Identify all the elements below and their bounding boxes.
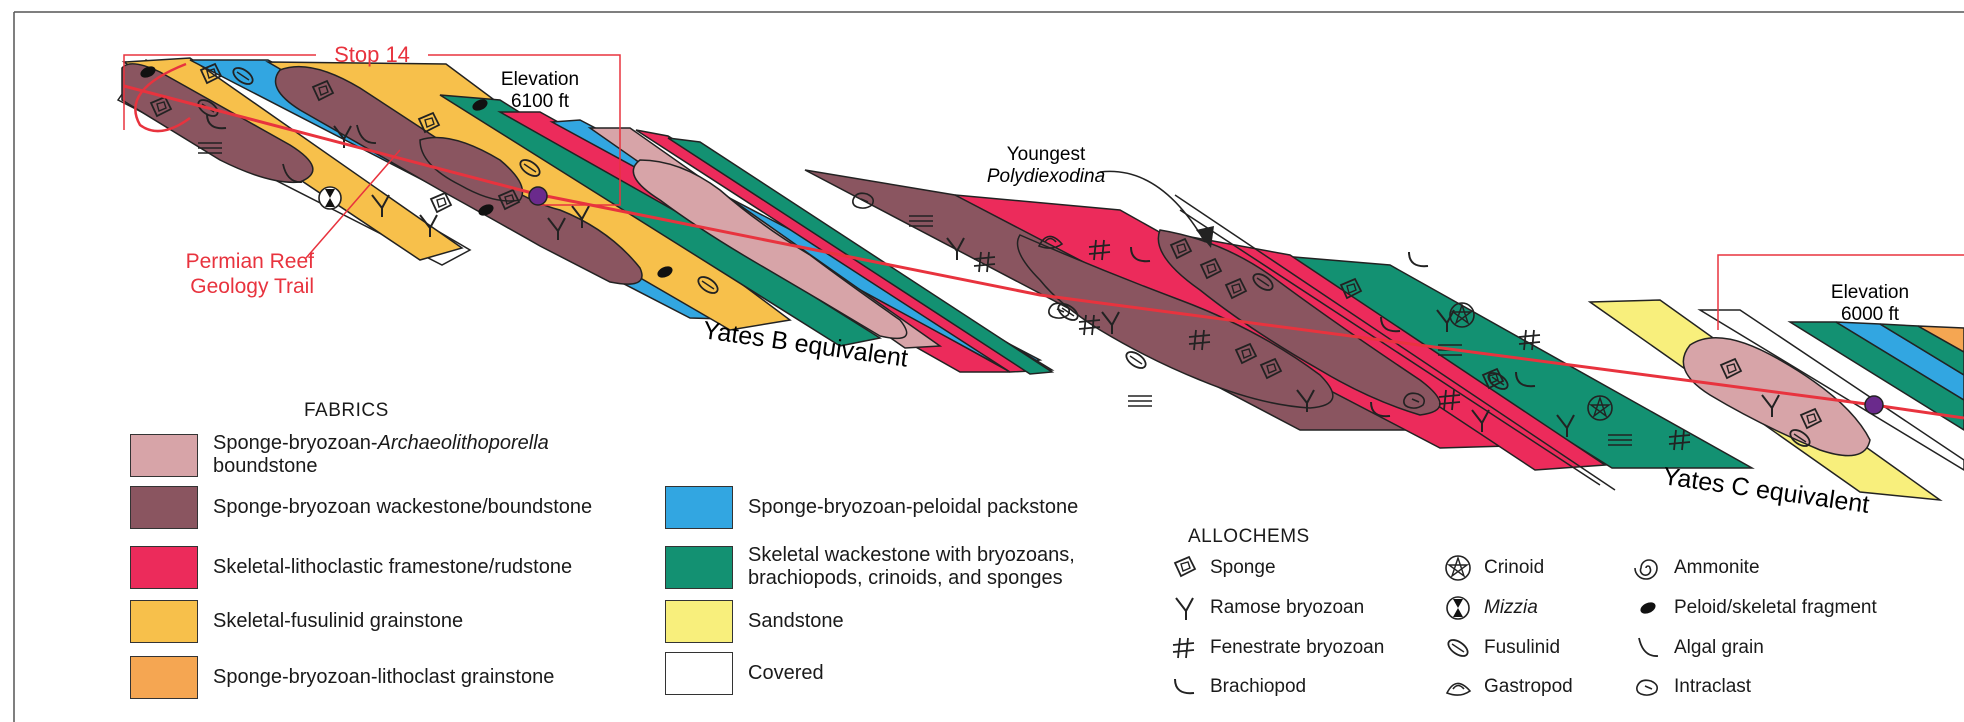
fabric-item-fusulinid-grainstone: Skeletal-fusulinid grainstone — [130, 600, 463, 643]
allochem-item-fenestrate-bryozoan: Fenestrate bryozoan — [1170, 634, 1384, 662]
stop-label: Stop 14 — [334, 42, 410, 67]
fabric-item-framestone: Skeletal-lithoclastic framestone/rudston… — [130, 546, 572, 589]
fabric-label: Skeletal wackestone with bryozoans, brac… — [748, 544, 1128, 590]
fabric-swatch — [130, 434, 198, 477]
allochem-item-brachiopod: Brachiopod — [1170, 673, 1306, 701]
elevation-left-line-2: 6100 ft — [511, 91, 570, 112]
allochem-item-ramose-bryozoan: Ramose bryozoan — [1170, 594, 1364, 622]
algal-grain-icon — [1634, 634, 1662, 662]
fabric-swatch — [665, 652, 733, 695]
elevation-left-line-1: Elevation — [501, 69, 579, 90]
trail-label-line-1: Permian Reef — [186, 250, 315, 273]
peloid-icon — [1634, 594, 1662, 622]
crinoid-icon — [1444, 554, 1472, 582]
fabric-item-skeletal-wackestone: Skeletal wackestone with bryozoans, brac… — [665, 544, 1128, 590]
allochems-title: ALLOCHEMS — [1188, 526, 1310, 548]
elevation-right-line-2: 6000 ft — [1841, 304, 1900, 325]
fabric-label: Sandstone — [748, 610, 844, 633]
elevation-marker-6000 — [1865, 396, 1883, 414]
mizzia-icon — [1444, 594, 1472, 622]
fabric-item-lithoclast-grainstone: Sponge-bryozoan-lithoclast grainstone — [130, 656, 554, 699]
allochem-item-fusulinid: Fusulinid — [1444, 634, 1560, 662]
fabric-label: Skeletal-lithoclastic framestone/rudston… — [213, 556, 572, 579]
allochem-item-sponge: Sponge — [1170, 554, 1276, 582]
ramose-bryozoan-icon — [1170, 594, 1198, 622]
allochem-item-peloid: Peloid/skeletal fragment — [1634, 594, 1877, 622]
fabric-label: Covered — [748, 662, 824, 685]
elevation-marker-6100 — [529, 187, 547, 205]
fabric-label: Sponge-bryozoan-lithoclast grainstone — [213, 666, 554, 689]
fabric-label: Skeletal-fusulinid grainstone — [213, 610, 463, 633]
gastropod-icon — [1444, 673, 1472, 701]
elevation-right-line-1: Elevation — [1831, 282, 1909, 303]
fabric-label: Sponge-bryozoan-peloidal packstone — [748, 496, 1078, 519]
allochem-item-intraclast: Intraclast — [1634, 673, 1751, 701]
fusulinid-icon — [1444, 634, 1472, 662]
youngest-label-line-2: Polydiexodina — [987, 166, 1105, 187]
fabric-swatch — [130, 600, 198, 643]
youngest-label-line-1: Youngest — [1007, 144, 1086, 165]
fabric-item-peloidal-packstone: Sponge-bryozoan-peloidal packstone — [665, 486, 1078, 529]
fabric-swatch — [130, 486, 198, 529]
sponge-icon — [1170, 554, 1198, 582]
allochem-item-algal-grain: Algal grain — [1634, 634, 1764, 662]
fabric-swatch — [665, 600, 733, 643]
fabric-swatch — [665, 546, 733, 589]
ammonite-icon — [1634, 554, 1662, 582]
trail-label-line-2: Geology Trail — [190, 275, 314, 298]
fabric-swatch — [665, 486, 733, 529]
fabric-item-sandstone: Sandstone — [665, 600, 844, 643]
brachiopod-icon — [1170, 673, 1198, 701]
fabric-label: Sponge-bryozoan wackestone/boundstone — [213, 496, 592, 519]
allochem-item-crinoid: Crinoid — [1444, 554, 1544, 582]
fenestrate-bryozoan-icon — [1170, 634, 1198, 662]
fabric-swatch — [130, 546, 198, 589]
fabric-item-wackestone-boundstone: Sponge-bryozoan wackestone/boundstone — [130, 486, 592, 529]
fabric-item-covered: Covered — [665, 652, 824, 695]
intraclast-icon — [1634, 673, 1662, 701]
allochem-item-mizzia: Mizzia — [1444, 594, 1538, 622]
fabrics-title: FABRICS — [304, 400, 389, 422]
fabric-swatch — [130, 656, 198, 699]
allochem-item-gastropod: Gastropod — [1444, 673, 1573, 701]
allochem-item-ammonite: Ammonite — [1634, 554, 1760, 582]
